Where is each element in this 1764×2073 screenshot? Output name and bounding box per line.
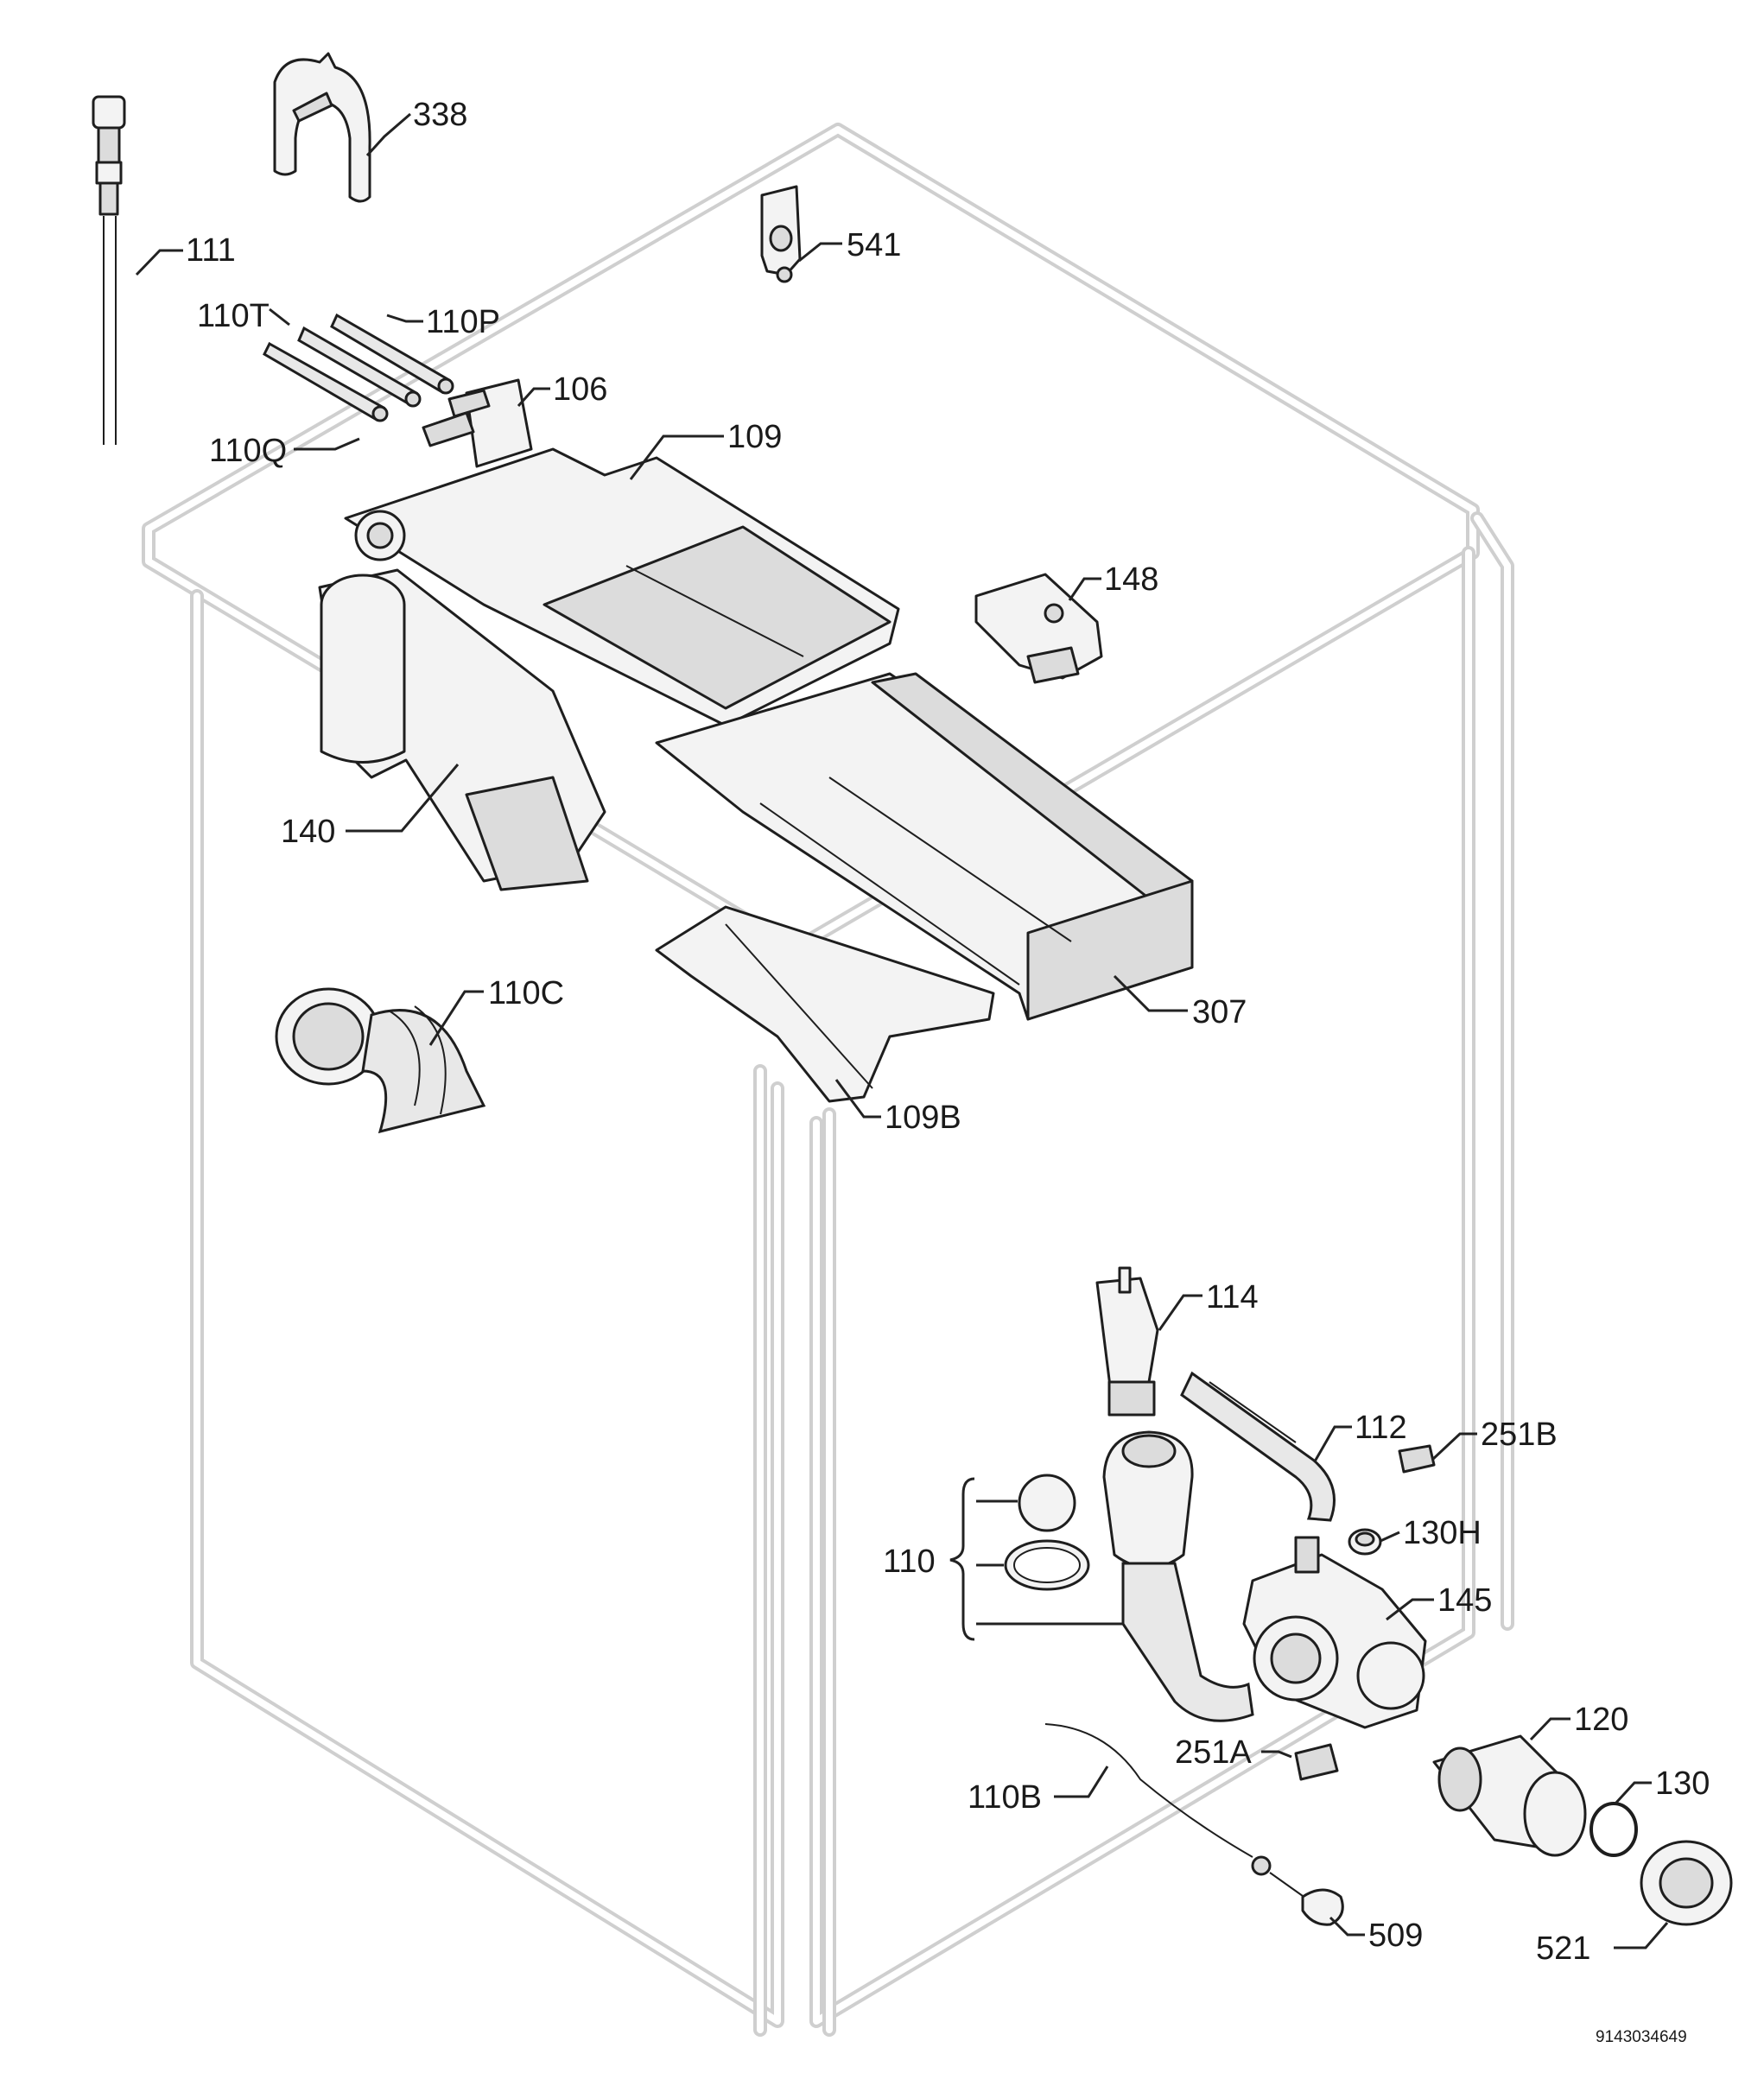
emergency-drain-part bbox=[1044, 1723, 1344, 1926]
ball-valve-part bbox=[1004, 1430, 1254, 1722]
callout-labels: 338 111 541 110T 110P 106 110Q 109 148 1… bbox=[186, 97, 1710, 2046]
o-ring-part bbox=[1590, 1802, 1638, 1857]
callout-148: 148 bbox=[1104, 561, 1158, 598]
callout-114: 114 bbox=[1206, 1279, 1259, 1315]
inlet-hose-part bbox=[92, 95, 126, 445]
callout-110p: 110P bbox=[426, 304, 500, 340]
clip-part-251a bbox=[1294, 1743, 1339, 1781]
bellows-part bbox=[275, 987, 486, 1134]
pump-part bbox=[1242, 1536, 1427, 1729]
callout-251b: 251B bbox=[1481, 1417, 1558, 1453]
cabinet-outline bbox=[142, 123, 1514, 2037]
lower-housing-part bbox=[318, 568, 606, 891]
callout-111: 111 bbox=[186, 232, 236, 269]
callout-110c: 110C bbox=[488, 975, 564, 1011]
valve-part bbox=[422, 378, 533, 468]
air-chamber-part bbox=[1095, 1266, 1159, 1417]
filter-part bbox=[1432, 1734, 1587, 1857]
gasket-part-130h bbox=[1348, 1528, 1382, 1556]
filter-cap-part bbox=[1640, 1840, 1733, 1926]
callout-338: 338 bbox=[413, 97, 467, 133]
callout-130: 130 bbox=[1655, 1766, 1710, 1802]
callout-541: 541 bbox=[847, 227, 901, 263]
callout-110t: 110T bbox=[197, 298, 270, 334]
callout-509: 509 bbox=[1368, 1918, 1423, 1954]
drawer-part bbox=[655, 672, 1194, 1021]
callout-307: 307 bbox=[1192, 994, 1247, 1030]
callout-110q: 110Q bbox=[209, 433, 287, 469]
leader-lines bbox=[135, 112, 1669, 1949]
callout-251a: 251A bbox=[1175, 1734, 1252, 1771]
callout-110: 110 bbox=[883, 1544, 936, 1580]
document-id: 9143034649 bbox=[1596, 2028, 1687, 2046]
clip-part-251b bbox=[1398, 1444, 1436, 1474]
callout-106: 106 bbox=[553, 371, 607, 408]
callout-130h: 130H bbox=[1403, 1515, 1482, 1551]
callout-521: 521 bbox=[1536, 1930, 1590, 1967]
callout-110b: 110B bbox=[968, 1779, 1042, 1816]
hose-bracket-part bbox=[273, 52, 371, 203]
handle-part bbox=[974, 573, 1103, 684]
callout-120: 120 bbox=[1574, 1702, 1628, 1738]
dispenser-housing-part bbox=[344, 447, 900, 727]
callout-109: 109 bbox=[727, 419, 782, 455]
channel-part bbox=[655, 905, 995, 1103]
group-brace bbox=[949, 1477, 975, 1641]
drain-hose-part bbox=[1180, 1371, 1336, 1522]
clip-part-541 bbox=[760, 185, 802, 283]
callout-145: 145 bbox=[1437, 1582, 1492, 1619]
tubes-part bbox=[263, 313, 454, 422]
callout-109b: 109B bbox=[885, 1100, 961, 1136]
callout-140: 140 bbox=[281, 814, 335, 850]
callout-112: 112 bbox=[1355, 1410, 1407, 1446]
